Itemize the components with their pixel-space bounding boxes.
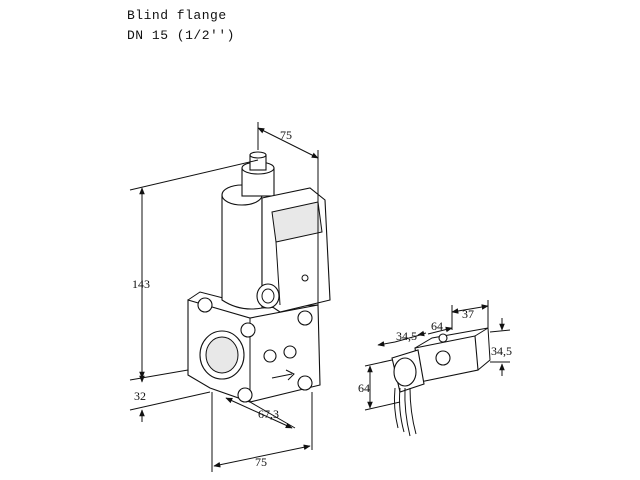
actuator-housing	[221, 194, 263, 310]
caption-line-1: Blind flange	[127, 8, 227, 23]
dim-top-width: 75	[280, 128, 292, 142]
dim-flange-c: 37	[462, 307, 474, 321]
dim-bottom-width: 75	[255, 455, 267, 469]
dim-base-height: 32	[134, 389, 146, 403]
detail-plug	[435, 350, 451, 366]
dim-flange-e: 64	[358, 381, 370, 395]
cable	[399, 387, 405, 433]
bolt-bottom-right	[297, 375, 313, 391]
flange-detail: 34,5 64 37 34,5 64	[358, 300, 512, 437]
dim-height: 143	[132, 277, 150, 291]
caption-line-2: DN 15 (1/2'')	[127, 28, 235, 43]
bolt-top-right	[297, 310, 313, 326]
bolt-top-left	[197, 297, 213, 313]
dim-flange-offset: 67,3	[258, 407, 279, 421]
dim-flange-d: 34,5	[491, 344, 512, 358]
coil-label-panel	[271, 201, 323, 243]
bolt-top-mid	[240, 322, 256, 338]
valve-assembly	[187, 151, 331, 403]
dim-flange-b: 64	[431, 319, 443, 333]
plug-2	[283, 345, 297, 359]
plug-1	[263, 349, 277, 363]
bolt-bottom-left	[237, 387, 253, 403]
dim-flange-a: 34,5	[396, 329, 417, 343]
flow-arrow-icon	[271, 369, 295, 381]
main-dimensions: 75 143 32 67,3 75	[129, 122, 319, 472]
coil-connector	[256, 283, 280, 309]
